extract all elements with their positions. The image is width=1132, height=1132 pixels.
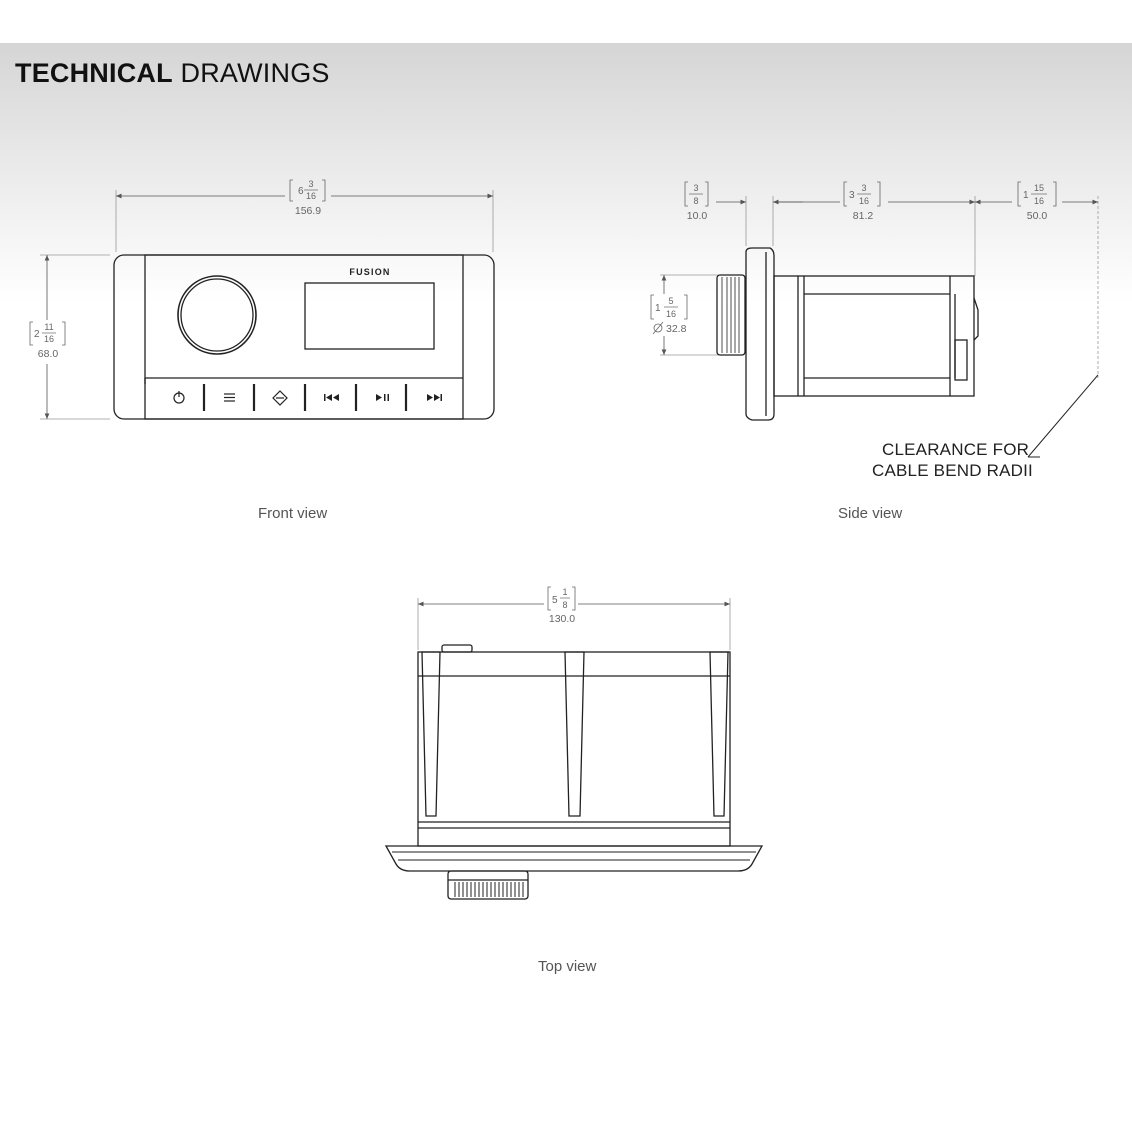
clearance-leader-line: [1027, 374, 1099, 458]
front-width-inch-num: 3: [308, 179, 313, 189]
side-knob-inch-num: 5: [668, 296, 673, 306]
side-clear-inch-num: 15: [1034, 183, 1044, 193]
front-width-inch-den: 16: [306, 191, 316, 201]
front-height-inch-den: 16: [44, 334, 54, 344]
front-height-dimension: 2 11 16 68.0: [29, 321, 66, 360]
front-height-mm: 68.0: [38, 348, 59, 360]
header-gradient-band: [0, 43, 1132, 303]
front-width-dimension: 6 3 16 156.9: [289, 179, 326, 217]
side-body-inch-whole: 3: [849, 190, 855, 201]
side-bezel-mm: 10.0: [687, 210, 708, 222]
side-bezel-inch-num: 3: [693, 183, 698, 193]
top-width-dimension: 5 1 8 130.0: [547, 586, 576, 625]
page-title-light: DRAWINGS: [180, 58, 330, 88]
power-icon: [173, 391, 185, 404]
menu-icon: [224, 393, 235, 402]
side-clear-mm: 50.0: [1027, 210, 1048, 222]
side-view-caption: Side view: [838, 505, 903, 522]
front-width-mm: 156.9: [295, 205, 321, 217]
side-bezel-dimension: 3 8 10.0: [684, 181, 709, 222]
top-width-inch-whole: 5: [552, 595, 558, 606]
top-width-mm: 130.0: [549, 613, 575, 625]
side-clear-inch-den: 16: [1034, 196, 1044, 206]
side-body-mm: 81.2: [853, 210, 874, 222]
side-body-dimension: 3 3 16 81.2: [843, 181, 881, 222]
front-height-inch-whole: 2: [34, 329, 40, 340]
front-view-caption: Front view: [258, 505, 328, 522]
page-title-bold: TECHNICAL: [15, 58, 173, 88]
next-track-icon: [427, 394, 442, 401]
side-clear-inch-whole: 1: [1023, 190, 1029, 201]
top-width-inch-num: 1: [562, 587, 567, 597]
side-knob-inch-den: 16: [666, 309, 676, 319]
front-view-drawing: [40, 190, 495, 420]
side-knob-mm: 32.8: [666, 323, 687, 335]
side-knob-dimension: 1 5 16 32.8: [650, 294, 688, 335]
side-body-inch-den: 16: [859, 196, 869, 206]
diameter-icon: [652, 321, 664, 335]
top-width-inch-den: 8: [562, 600, 567, 610]
side-knob-inch-whole: 1: [655, 303, 661, 314]
side-bezel-inch-den: 8: [693, 196, 698, 206]
play-pause-icon: [376, 394, 389, 401]
previous-track-icon: [324, 394, 339, 401]
top-view-drawing: [384, 598, 764, 900]
front-width-inch-whole: 6: [298, 186, 304, 197]
brand-logo: FUSION: [349, 267, 390, 277]
clearance-note-line-1: CLEARANCE FOR: [882, 440, 1030, 459]
side-view-drawing: [660, 196, 1099, 421]
side-body-inch-num: 3: [861, 183, 866, 193]
front-height-inch-num: 11: [44, 322, 53, 332]
clearance-note-line-2: CABLE BEND RADII: [872, 461, 1033, 480]
side-clearance-dimension: 1 15 16 50.0: [1017, 181, 1057, 222]
top-knob-knurl: [454, 882, 524, 897]
page-title: TECHNICAL DRAWINGS: [15, 58, 330, 89]
source-icon: [272, 390, 288, 406]
top-view-caption: Top view: [538, 958, 597, 975]
